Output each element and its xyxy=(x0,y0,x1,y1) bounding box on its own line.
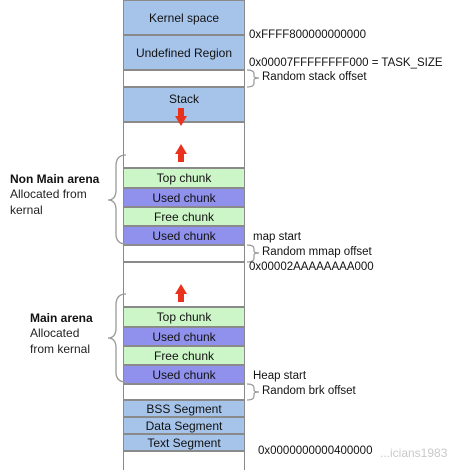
undefined-region-label: Undefined Region xyxy=(135,45,233,60)
kernel-space-label: Kernel space xyxy=(148,10,220,25)
non-main-arena-title: Non Main arena xyxy=(10,172,100,186)
stack-label: Stack xyxy=(168,92,199,106)
bss-segment-label: BSS Segment xyxy=(146,401,222,416)
main-used-chunk-1-label: Used chunk xyxy=(152,329,216,344)
low-memory-region xyxy=(123,451,245,470)
kernel-boundary-address: 0xFFFF800000000000 xyxy=(249,29,366,41)
text-segment: Text Segment xyxy=(123,434,245,451)
mmap-start-label: map start xyxy=(253,231,301,243)
main-free-chunk-label: Free chunk xyxy=(153,348,215,363)
stack-down-arrow xyxy=(175,108,187,126)
non-main-free-chunk-label: Free chunk xyxy=(153,209,215,224)
mmap-base-address: 0x00002AAAAAAAA000 xyxy=(249,261,374,273)
data-segment-label: Data Segment xyxy=(145,418,223,433)
main-free-chunk: Free chunk xyxy=(123,346,245,365)
main-top-chunk-label: Top chunk xyxy=(156,310,212,324)
heap-start-label: Heap start xyxy=(253,370,307,382)
main-used-chunk-1: Used chunk xyxy=(123,327,245,346)
non-main-arena-sub-2: kernal xyxy=(10,203,43,217)
non-main-top-chunk: Top chunk xyxy=(123,168,245,188)
bss-segment: BSS Segment xyxy=(123,400,245,417)
random-mmap-offset-label: Random mmap offset xyxy=(262,246,372,258)
random-brk-gap xyxy=(123,384,245,400)
random-mmap-offset-brace xyxy=(246,244,260,263)
main-arena-title: Main arena xyxy=(30,311,93,325)
random-mmap-gap xyxy=(123,245,245,262)
non-main-used-chunk-2: Used chunk xyxy=(123,226,245,245)
non-main-up-arrow xyxy=(175,144,187,162)
non-main-used-chunk-1-label: Used chunk xyxy=(152,190,216,205)
random-stack-gap xyxy=(123,70,245,87)
task-size-address: 0x00007FFFFFFFF000 = TASK_SIZE xyxy=(249,57,443,69)
undefined-region-segment: Undefined Region xyxy=(123,35,245,70)
random-stack-offset-label: Random stack offset xyxy=(262,71,367,83)
main-arena-sub-1: Allocated xyxy=(30,326,80,340)
text-segment-label: Text Segment xyxy=(147,435,221,450)
non-main-used-chunk-2-label: Used chunk xyxy=(152,228,216,243)
main-used-chunk-2: Used chunk xyxy=(123,365,245,384)
main-arena-brace xyxy=(107,293,127,383)
kernel-space-segment: Kernel space xyxy=(123,0,245,35)
data-segment: Data Segment xyxy=(123,417,245,434)
random-stack-offset-brace xyxy=(246,69,260,88)
non-main-arena-brace xyxy=(107,154,127,245)
watermark-text: ...icians1983 xyxy=(380,446,448,460)
non-main-arena-sub-1: Allocated from xyxy=(10,187,87,201)
random-brk-offset-brace xyxy=(246,383,260,401)
main-used-chunk-2-label: Used chunk xyxy=(152,367,216,382)
non-main-used-chunk-1: Used chunk xyxy=(123,188,245,207)
main-arena-sub-2: from kernal xyxy=(30,342,91,356)
random-brk-offset-label: Random brk offset xyxy=(262,385,356,397)
free-space-middle xyxy=(123,262,245,307)
text-base-address: 0x0000000000400000 xyxy=(258,445,373,457)
main-top-chunk: Top chunk xyxy=(123,307,245,327)
non-main-top-chunk-label: Top chunk xyxy=(156,171,212,185)
main-up-arrow xyxy=(175,284,187,302)
non-main-free-chunk: Free chunk xyxy=(123,207,245,226)
